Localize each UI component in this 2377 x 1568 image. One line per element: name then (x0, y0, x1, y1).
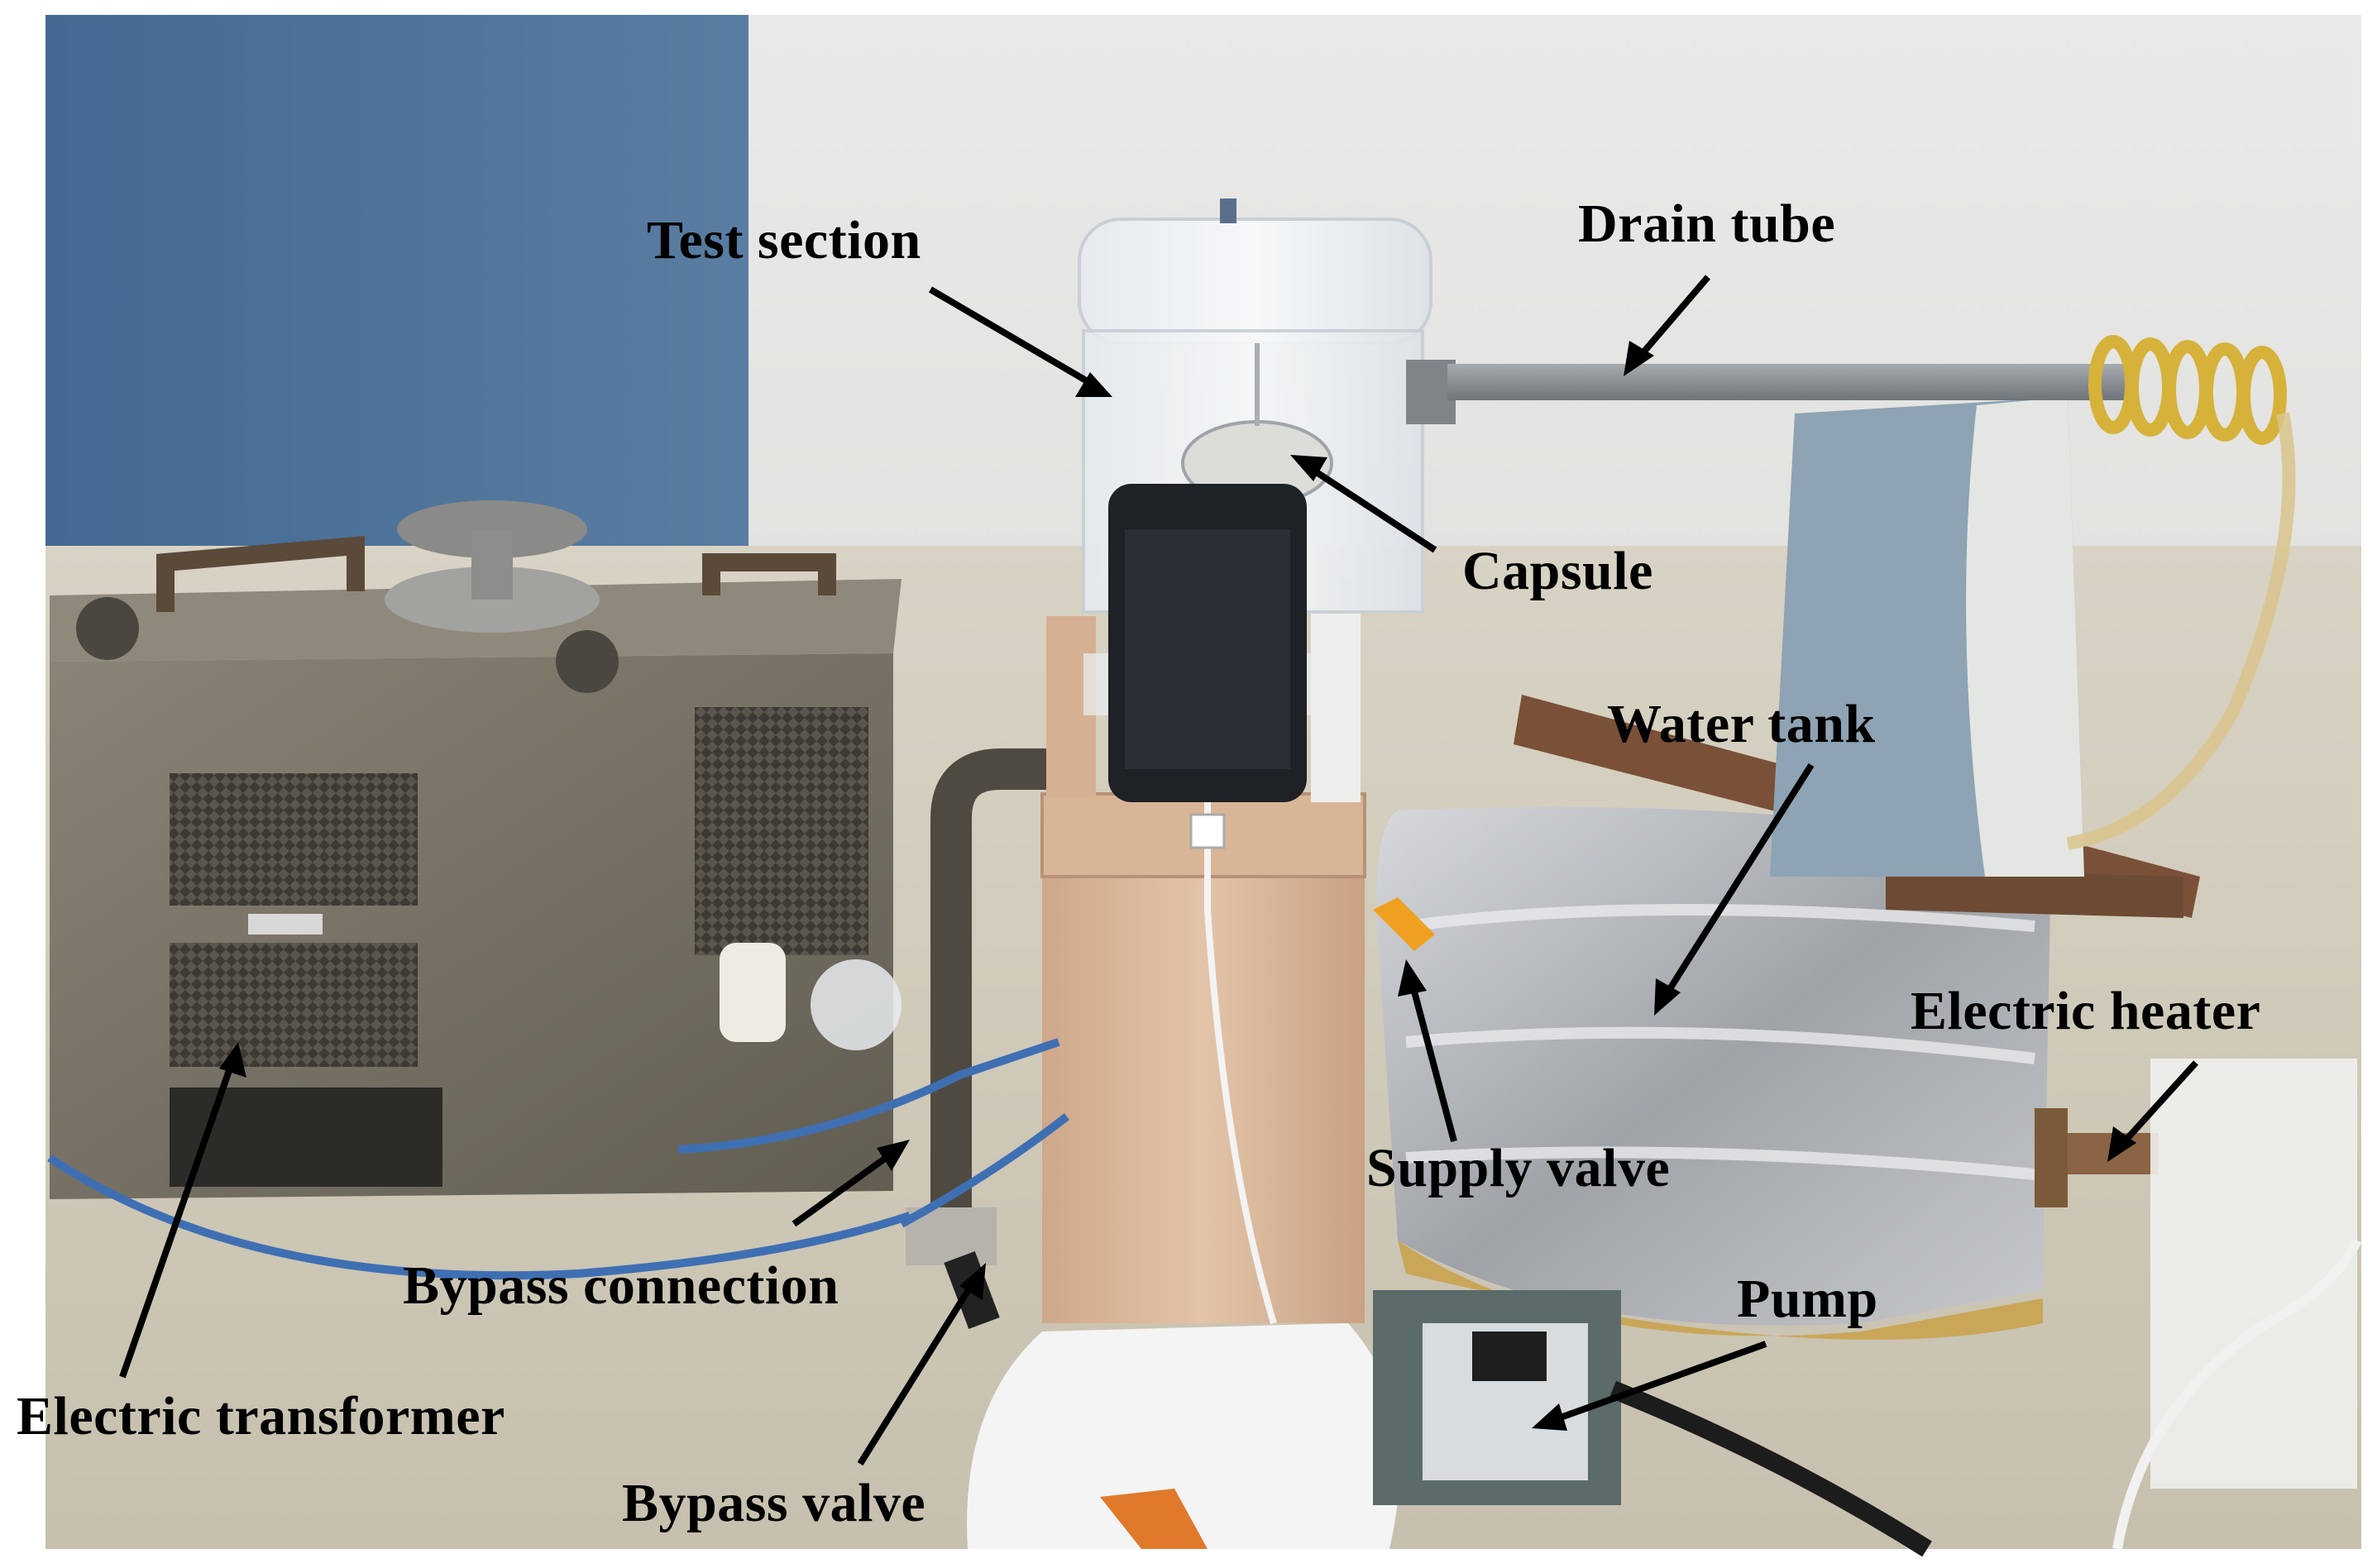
annotation-arrows (119, 275, 2198, 1466)
wires (47, 1038, 1070, 1280)
label-bypass-connection: Bypass connection (403, 1255, 839, 1316)
electric-heater-object (2035, 1108, 2159, 1207)
pump-object (1373, 1290, 1932, 1557)
electric-transformer-object (50, 500, 902, 1199)
drain-tube-object (1406, 335, 2296, 850)
label-water-tank: Water tank (1607, 694, 1876, 754)
plastic-bag-object (967, 1323, 1400, 1549)
label-drain-tube: Drain tube (1578, 194, 1836, 254)
label-bypass-valve: Bypass valve (622, 1473, 926, 1533)
supply-valve-handle (1373, 897, 1435, 951)
label-supply-valve: Supply valve (1366, 1138, 1671, 1198)
label-electric-transformer: Electric transformer (17, 1386, 505, 1446)
smartphone-object (1108, 484, 1307, 1325)
label-capsule: Capsule (1462, 541, 1653, 601)
label-pump: Pump (1737, 1269, 1878, 1329)
blue-wall-panel (45, 15, 748, 627)
label-test-section: Test section (647, 210, 921, 270)
label-electric-heater: Electric heater (1911, 981, 2261, 1041)
foam-block-object (1770, 397, 2084, 877)
